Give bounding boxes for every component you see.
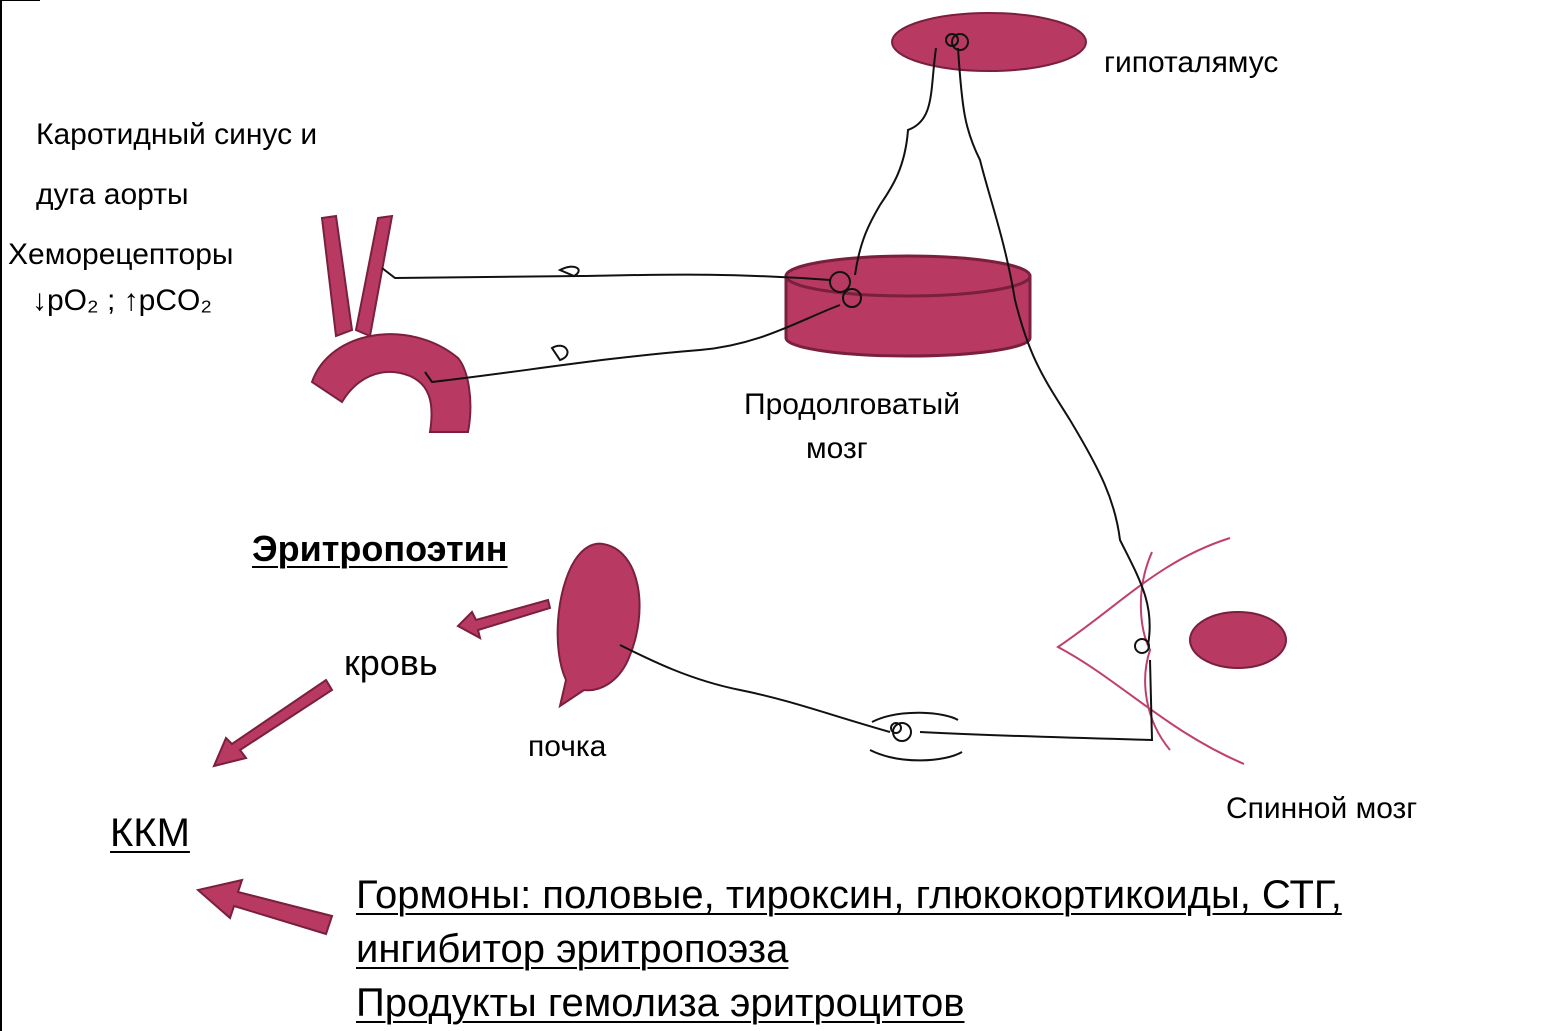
frame-border <box>1 0 40 1031</box>
erythropoietin-label: Эритропоэтин <box>252 528 508 569</box>
hypothalamus-shape <box>892 13 1086 71</box>
spinal-cord-shape <box>1058 538 1286 764</box>
kidney-label: почка <box>528 730 606 765</box>
spinal-cord-label: Спинной мозг <box>1226 792 1417 827</box>
gas-formula-label: ↓pO₂ ; ↑pCO₂ <box>32 284 212 319</box>
hormones-label-2: ингибитор эритропоэза <box>356 926 788 972</box>
blood-label: кровь <box>344 642 438 683</box>
chemoreceptors-label: Хеморецепторы <box>8 238 233 273</box>
carotid-sinus-label: Каротидный синус и <box>36 118 317 153</box>
hypothalamus-label: гипоталямус <box>1104 46 1278 81</box>
arrow-blood-to-marrow <box>214 680 332 766</box>
medulla-label-2: мозг <box>806 432 868 467</box>
medulla-label: Продолговатый <box>744 388 960 423</box>
bone-marrow-label: ККМ <box>110 810 190 856</box>
arrow-hormones-to-marrow <box>198 880 332 934</box>
medulla-shape <box>786 256 1030 356</box>
carotid-aorta-shape <box>312 216 470 432</box>
hormones-label-3: Продукты гемолиза эритроцитов <box>356 980 964 1026</box>
aortic-arch-label: дуга аорты <box>36 178 189 213</box>
hormones-label-1: Гормоны: половые, тироксин, глюкокортико… <box>356 872 1342 918</box>
arrow-kidney-to-blood <box>458 600 550 638</box>
kidney-shape <box>558 544 640 706</box>
